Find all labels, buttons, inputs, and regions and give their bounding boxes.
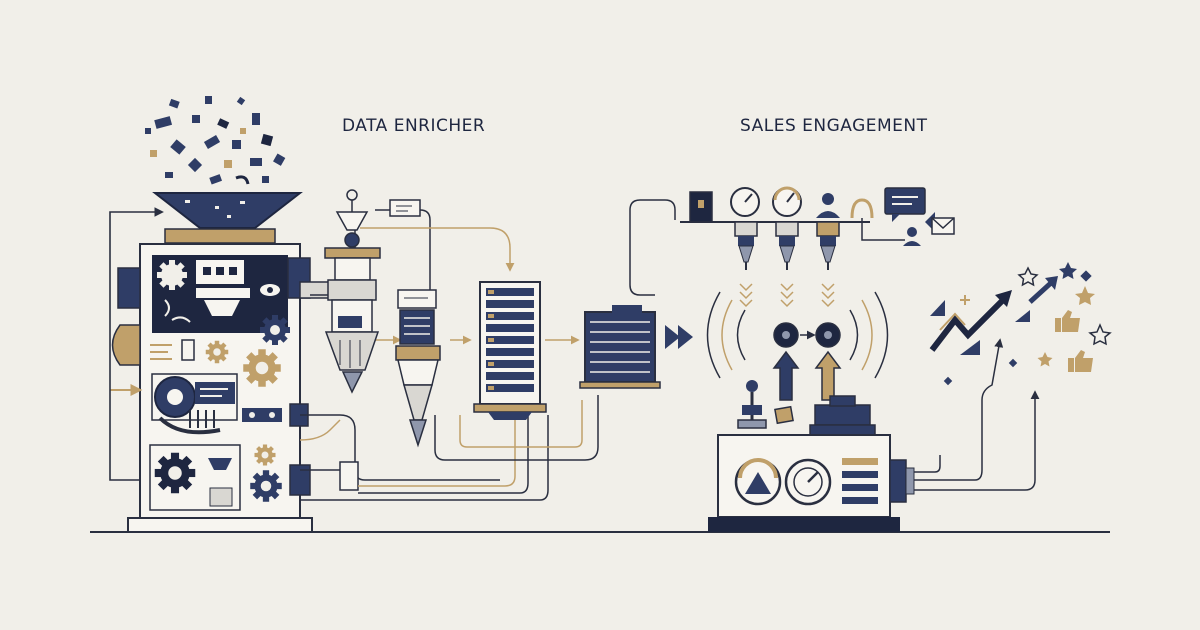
thumbs-up-icon xyxy=(1068,350,1093,372)
joystick-icon xyxy=(737,380,767,429)
signal-wave-icon xyxy=(706,291,889,379)
gauge-icon xyxy=(730,187,760,217)
gear-icon xyxy=(254,444,276,466)
gauge-icon xyxy=(772,186,802,217)
funnel-icon xyxy=(152,192,303,229)
data-fragments xyxy=(145,96,286,185)
star-icon xyxy=(1059,262,1077,279)
sales-machine xyxy=(680,186,1040,532)
growth-cluster xyxy=(929,262,1112,386)
enricher-column xyxy=(324,189,381,394)
pipes xyxy=(299,209,599,501)
user-icon xyxy=(816,193,840,218)
data-enricher-label: DATA ENRICHER xyxy=(342,116,486,136)
star-icon xyxy=(1088,323,1112,346)
user-icon xyxy=(903,227,921,246)
star-icon xyxy=(1075,286,1095,305)
gear-icon xyxy=(157,260,187,290)
star-icon xyxy=(1037,352,1053,367)
gear-icon xyxy=(243,349,281,387)
star-icon xyxy=(1017,266,1039,287)
server-rack-icon xyxy=(579,199,676,389)
server-rack-icon xyxy=(473,281,547,420)
document-icon xyxy=(389,199,421,217)
gauge-icon xyxy=(784,458,832,506)
nozzle xyxy=(816,221,840,270)
nozzle xyxy=(734,221,758,270)
mixer-column xyxy=(395,289,441,448)
trend-arrow-icon xyxy=(1045,276,1058,290)
mail-icon xyxy=(925,212,955,235)
gear-icon xyxy=(154,452,196,494)
data-machine xyxy=(109,96,313,533)
chevron-right-icon xyxy=(665,325,693,349)
gauge-icon xyxy=(734,458,782,506)
headset-icon xyxy=(850,198,874,219)
thumbs-up-icon xyxy=(1055,310,1080,332)
gear-icon xyxy=(205,340,229,364)
trend-arrow-icon xyxy=(995,290,1012,307)
gear-icon xyxy=(250,470,282,502)
chat-bubble-icon xyxy=(884,187,926,222)
nozzle xyxy=(775,221,799,270)
sales-engagement-label: SALES ENGAGEMENT xyxy=(740,116,928,136)
gear-icon xyxy=(260,315,290,345)
